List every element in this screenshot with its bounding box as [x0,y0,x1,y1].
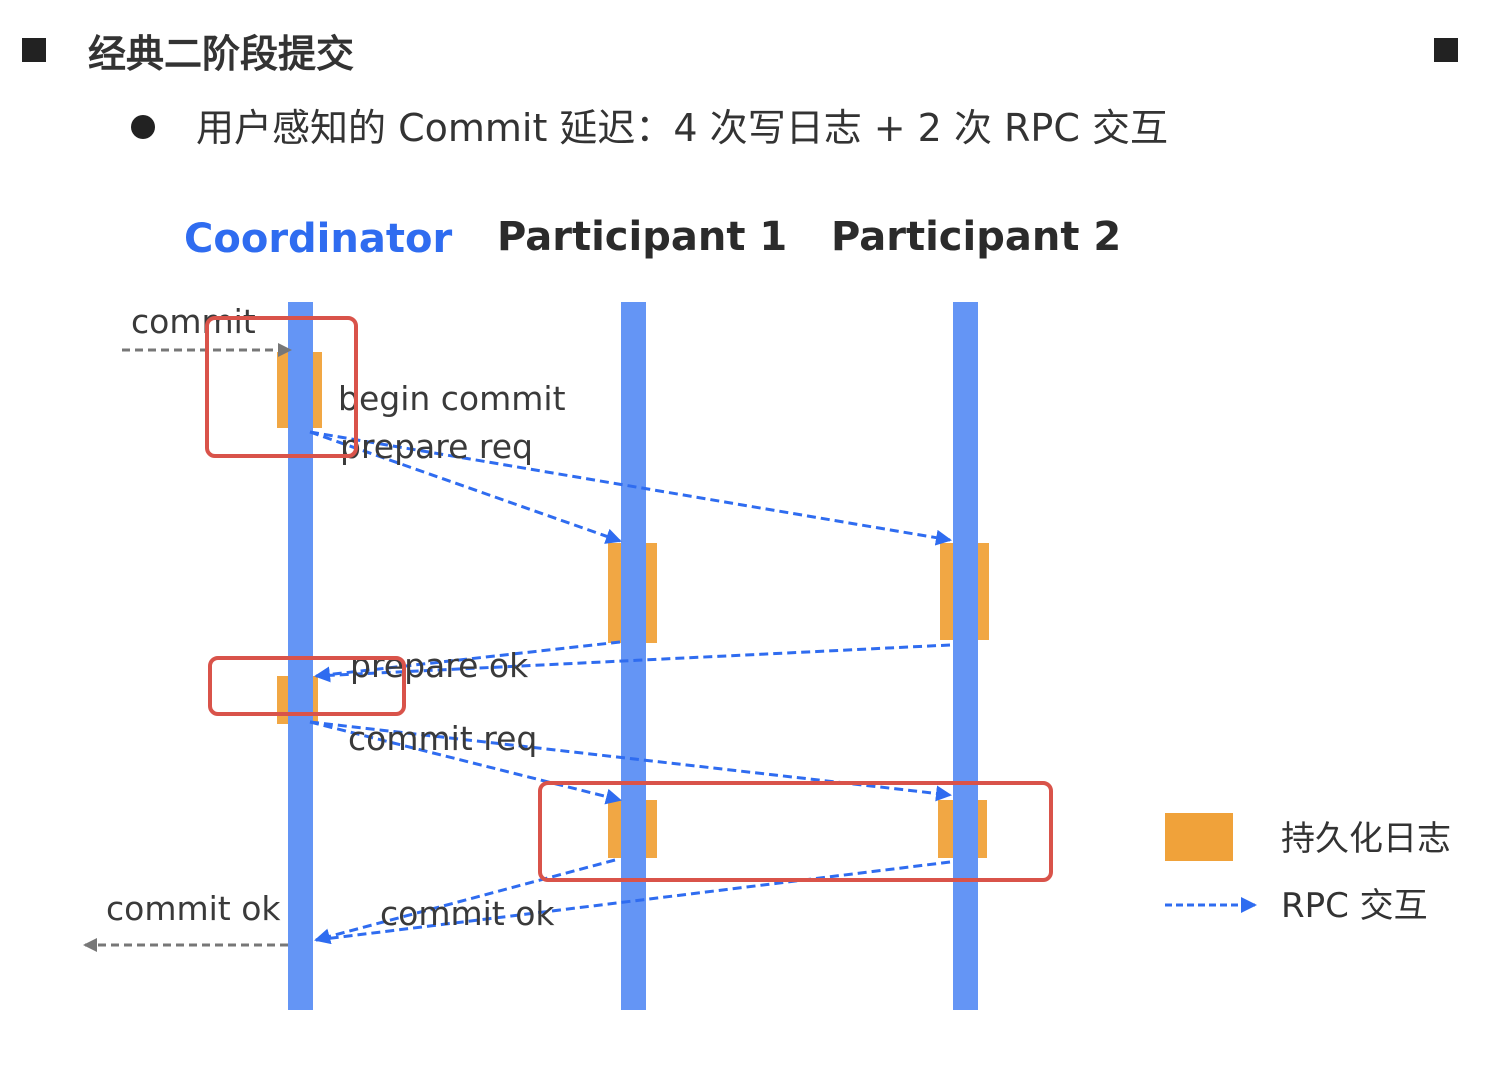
coordinator-header: Coordinator [184,216,452,262]
legend-log-swatch [1165,813,1233,861]
participant2-header: Participant 2 [831,214,1121,260]
commit-ok-label: commit ok [380,894,555,933]
participant2-lifeline [953,302,978,1010]
commit-ok-out-label: commit ok [106,889,281,928]
begin-commit-label: begin commit [338,379,566,418]
bullet-dot-icon [131,115,155,139]
commit-ok-arrow-p2 [315,860,951,942]
legend-log-label: 持久化日志 [1281,819,1451,859]
highlight-box-commit-decision [208,656,406,716]
prepare-ok-label: prepare ok [350,646,529,685]
prepare-req-label: prepare req [340,427,533,466]
highlight-box-participant-commit [538,781,1053,882]
highlight-box-begin-commit [205,316,358,458]
commit-req-label: commit req [348,719,537,758]
bullet-text: 用户感知的 Commit 延迟：4 次写日志 + 2 次 RPC 交互 [196,106,1168,150]
commit-req-arrow-p1 [309,720,622,805]
participant1-lifeline [621,302,646,1010]
prepare-ok-arrow-p1 [314,640,621,683]
prepare-req-arrow-p2 [309,430,952,546]
prepare-ok-arrow-p2 [315,643,951,678]
commit-ok-arrow-p1 [314,858,616,945]
title-bullet-icon [22,38,46,62]
commit-label: commit [131,302,256,341]
participant1-header: Participant 1 [497,214,787,260]
prepare-req-arrow-p1 [309,430,622,544]
legend-rpc-label: RPC 交互 [1281,886,1428,926]
slide-title: 经典二阶段提交 [88,32,354,76]
corner-square-icon [1434,38,1458,62]
